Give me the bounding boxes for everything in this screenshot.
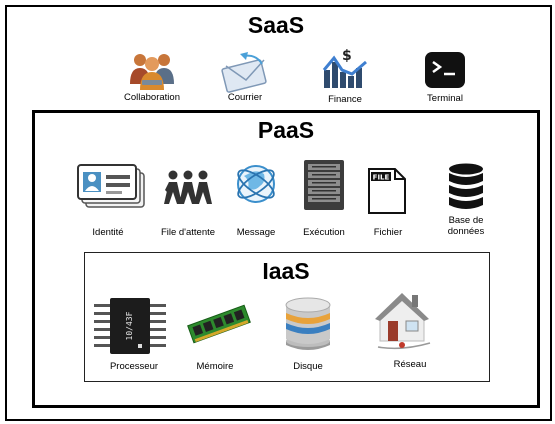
- svg-text:$: $: [342, 48, 352, 64]
- iaas-label-memoire: Mémoire: [196, 361, 234, 372]
- cpu-chip-icon: 10/43F: [94, 298, 166, 354]
- saas-label-terminal: Terminal: [427, 93, 463, 104]
- iaas-label-disque: Disque: [293, 361, 323, 372]
- paas-label-identite: Identité: [92, 227, 124, 238]
- envelope-icon: [221, 52, 268, 93]
- paas-label-fichier: Fichier: [373, 227, 403, 238]
- disk-stack-icon: [285, 293, 331, 353]
- chip-text: 10/43F: [125, 311, 134, 340]
- paas-label-execution: Exécution: [303, 227, 345, 238]
- house-network-icon: [372, 287, 436, 351]
- terminal-icon: [425, 52, 465, 88]
- id-card-icon: [77, 163, 148, 209]
- people-group-icon: [128, 50, 176, 90]
- memory-module-icon: [187, 304, 251, 344]
- file-icon: FILE: [368, 168, 406, 214]
- paas-label-message: Message: [236, 227, 276, 238]
- finance-chart-icon: $: [322, 48, 368, 90]
- saas-title: SaaS: [247, 12, 305, 38]
- iaas-label-processeur: Processeur: [109, 361, 159, 372]
- paas-label-base-de-donnees: Base de données: [447, 215, 485, 237]
- iaas-title: IaaS: [262, 258, 310, 284]
- paas-title: PaaS: [257, 117, 315, 143]
- saas-label-collaboration: Collaboration: [124, 92, 180, 103]
- file-badge: FILE: [373, 174, 390, 182]
- iaas-label-reseau: Réseau: [393, 359, 427, 370]
- saas-label-courrier: Courrier: [227, 92, 263, 103]
- saas-label-finance: Finance: [328, 94, 362, 105]
- database-icon: [448, 163, 484, 211]
- server-rack-icon: [304, 160, 344, 210]
- globe-orbit-icon: [234, 162, 278, 206]
- people-queue-icon: [164, 170, 212, 204]
- paas-label-file-dattente: File d'attente: [160, 227, 216, 238]
